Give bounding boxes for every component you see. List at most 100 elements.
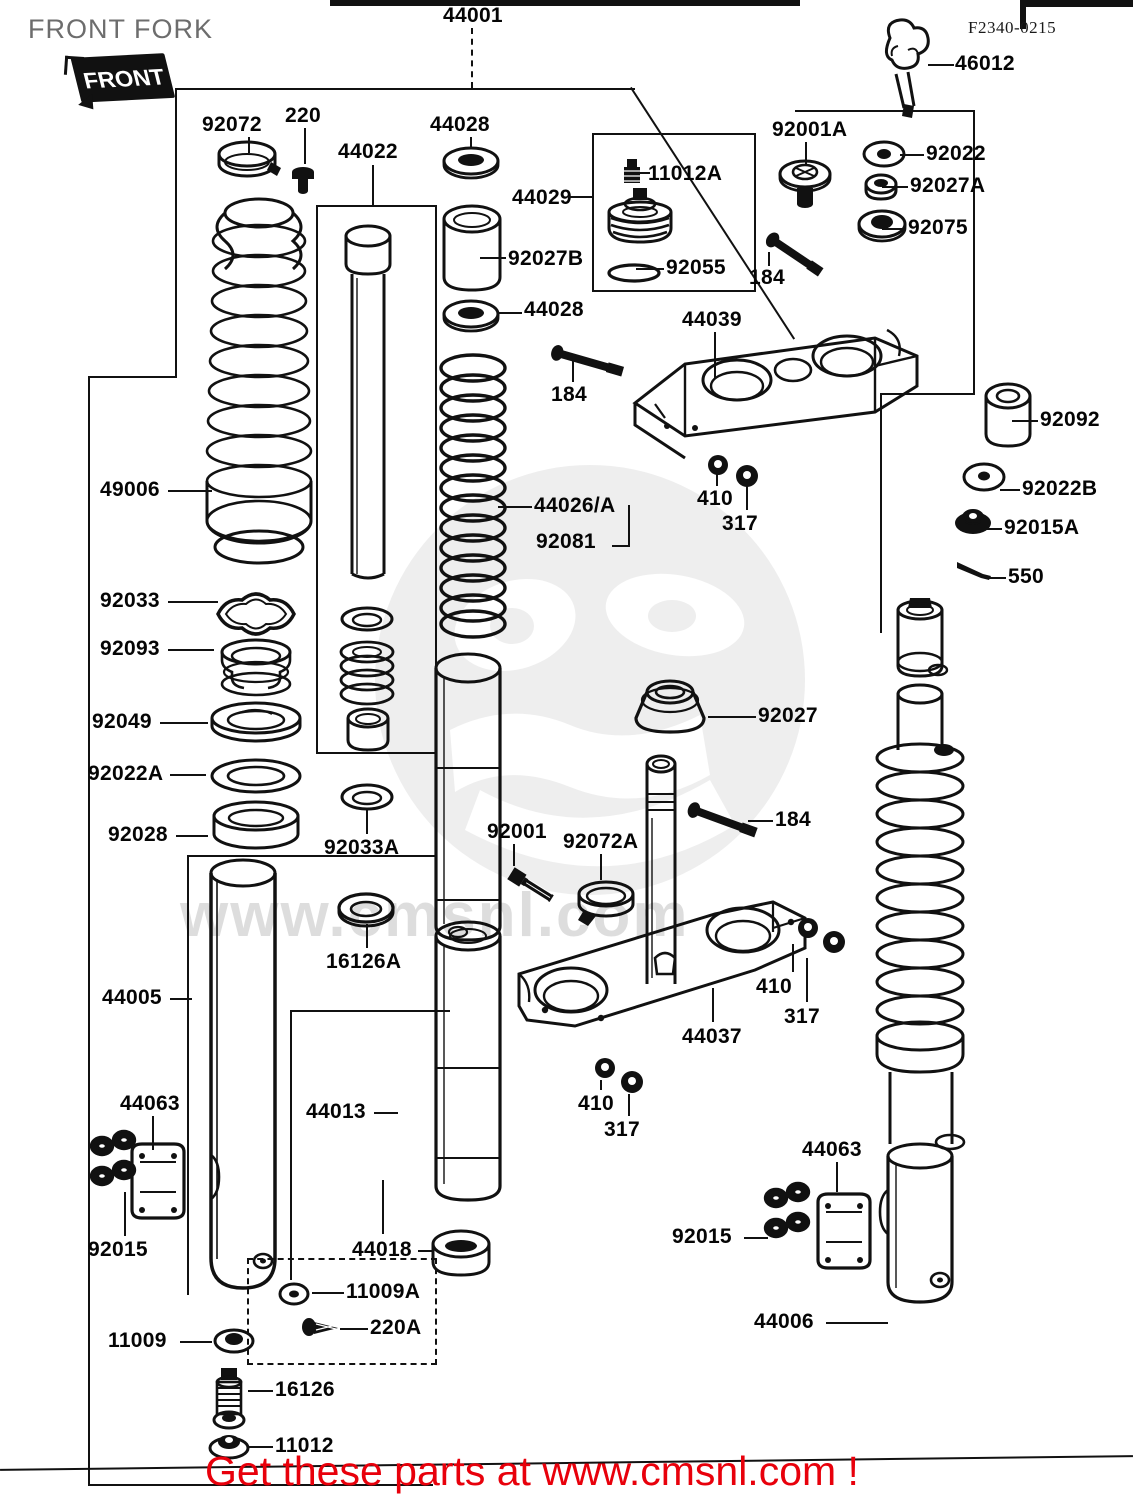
reference-code: F2340-0215 [968, 18, 1057, 37]
callout-92022: 92022 [926, 142, 986, 165]
part-550-pin [955, 556, 995, 582]
leader-92033 [168, 601, 218, 603]
group-44001-top [175, 88, 635, 90]
callout-92033A: 92033A [324, 836, 400, 859]
leader-184-c [748, 820, 773, 822]
group-92081-v [628, 505, 630, 547]
leader-92022A [170, 774, 206, 776]
callout-44037: 44037 [682, 1025, 742, 1048]
callout-46012-label: 46012 [955, 52, 1015, 75]
leader-317-low [628, 1094, 630, 1116]
leader-184-b [572, 358, 574, 382]
part-92072-clamp [215, 136, 285, 184]
leader-44001 [471, 28, 473, 88]
group-44013-top [290, 1010, 450, 1012]
part-410-washer-mid [795, 915, 821, 941]
callout-44063-left: 44063 [120, 1092, 180, 1115]
promo-text: Get these parts at www.cmsnl.com ! [205, 1448, 859, 1494]
leader-92015-left [124, 1192, 126, 1236]
part-220A-bolt [300, 1314, 344, 1340]
callout-11012: 11012 [275, 1434, 334, 1457]
part-92093-dust-seal [208, 638, 304, 700]
callout-92092: 92092 [1040, 408, 1100, 431]
group-44001-left-v [175, 88, 177, 378]
top-bar-left [330, 0, 800, 6]
callout-44039: 44039 [682, 308, 742, 331]
leader-44022 [372, 165, 374, 205]
part-410-washer-low [592, 1055, 618, 1081]
group-44001-right-v2 [880, 393, 882, 633]
leader-92049 [160, 722, 208, 724]
group-44001-leftout-v [88, 376, 90, 1486]
part-steering-stem [638, 752, 684, 1002]
leader-220A [340, 1328, 368, 1330]
callout-92001: 92001 [487, 820, 547, 843]
part-collar-inside-44022 [343, 706, 393, 756]
leader-410-mid [792, 944, 794, 972]
group-44001-left-h [88, 376, 177, 378]
part-44028-seat-upper [441, 145, 501, 181]
leader-92027A [882, 186, 908, 188]
part-92033A-ring-upper [337, 605, 397, 635]
leader-11009 [180, 1341, 212, 1343]
part-92015-nuts-left [88, 1128, 144, 1198]
part-11009A-washer [278, 1282, 310, 1306]
leader-11012 [248, 1446, 273, 1448]
leader-16126 [248, 1390, 273, 1392]
leader-92015-right [744, 1237, 768, 1239]
group-44001-bottom [88, 1484, 433, 1486]
callout-44001: 44001 [443, 4, 503, 27]
group-44005-v [187, 855, 189, 1295]
callout-44013: 44013 [306, 1100, 366, 1123]
callout-49006: 49006 [100, 478, 160, 501]
leader-49006 [168, 490, 212, 492]
part-49006-boot [205, 195, 313, 585]
leader-44063-right [836, 1162, 838, 1192]
leader-92022 [900, 154, 924, 156]
callout-92093: 92093 [100, 637, 160, 660]
leader-92033A [366, 808, 368, 834]
part-44037-lower-clamp [505, 878, 815, 1038]
callout-220: 220 [285, 104, 321, 127]
part-220-bolt [290, 162, 318, 196]
callout-11012A: 11012A [648, 162, 723, 185]
callout-11009A: 11009A [346, 1280, 421, 1303]
part-92015-nuts-right [762, 1180, 818, 1250]
callout-184-a: 184 [749, 266, 785, 289]
part-44039-upper-clamp [625, 308, 925, 460]
leader-92028 [176, 835, 208, 837]
group-44005-top [187, 855, 437, 857]
leader-44013 [374, 1112, 398, 1114]
part-92072A-clamp [572, 878, 642, 932]
callout-92033: 92033 [100, 589, 160, 612]
part-92049-circlip [204, 700, 308, 744]
leader-92072A [600, 854, 602, 880]
leader-11009A [312, 1292, 344, 1294]
callout-92027A: 92027A [910, 174, 986, 197]
part-92027B-collar [438, 203, 506, 295]
callout-92022A: 92022A [88, 762, 164, 785]
leader-550 [988, 577, 1006, 579]
part-46012-grip [878, 18, 934, 118]
part-92001-bolt [505, 862, 561, 912]
leader-44037 [712, 988, 714, 1022]
part-44028-seat-lower [441, 298, 501, 334]
group-44001-right-top [795, 110, 975, 112]
part-92022A-washer [205, 756, 307, 796]
leader-92015A [982, 528, 1002, 530]
part-44018-bush [428, 1228, 494, 1282]
part-44029-top-plug [603, 188, 679, 260]
callout-92072: 92072 [202, 113, 262, 136]
callout-92028: 92028 [108, 823, 168, 846]
callout-550: 550 [1008, 565, 1044, 588]
callout-410-mid: 410 [756, 975, 792, 998]
callout-11009: 11009 [108, 1329, 167, 1352]
part-92028-oil-seal [205, 800, 307, 852]
callout-16126: 16126 [275, 1378, 335, 1401]
part-92075-bushing [856, 208, 908, 246]
part-11012A-bolt [621, 157, 643, 185]
callout-92049: 92049 [92, 710, 152, 733]
part-92027-cap [630, 678, 710, 738]
callout-92001A: 92001A [772, 118, 848, 141]
part-92001A-bolt [778, 158, 832, 214]
